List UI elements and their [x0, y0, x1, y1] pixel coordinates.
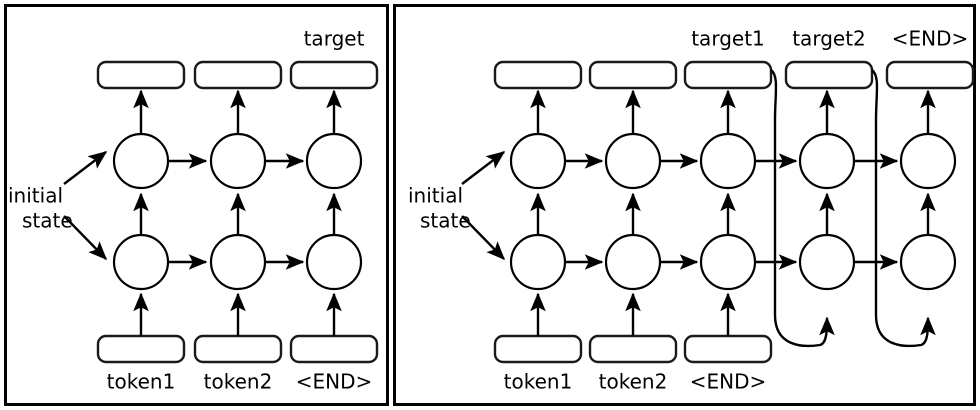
right-initial-state-label-line2: state [420, 209, 471, 233]
right-cell-bottom-1[interactable] [509, 233, 567, 291]
right-input-box-2[interactable] [588, 334, 678, 364]
right-output-label-5: <END> [892, 27, 969, 51]
left-input-box-2[interactable] [193, 334, 283, 364]
left-output-label-3: target [304, 27, 365, 51]
right-cell-top-3[interactable] [699, 132, 757, 190]
right-input-label-3: <END> [690, 370, 767, 394]
right-output-box-5[interactable] [885, 60, 975, 90]
left-input-box-3[interactable] [289, 334, 379, 364]
left-input-label-3: <END> [296, 370, 373, 394]
left-initial-state-label-line1: initial [8, 184, 63, 208]
right-initial-state-label-line1: initial [408, 184, 463, 208]
right-cell-bottom-2[interactable] [604, 233, 662, 291]
right-cell-top-1[interactable] [509, 132, 567, 190]
right-output-box-3[interactable] [683, 60, 773, 90]
right-input-label-2: token2 [599, 370, 668, 394]
right-output-box-1[interactable] [493, 60, 583, 90]
right-output-box-2[interactable] [588, 60, 678, 90]
left-cell-bottom-1[interactable] [112, 233, 170, 291]
right-cell-bottom-5[interactable] [899, 233, 957, 291]
left-cell-top-1[interactable] [112, 132, 170, 190]
left-output-box-1[interactable] [96, 60, 186, 90]
right-cell-bottom-4[interactable] [798, 233, 856, 291]
left-cell-bottom-2[interactable] [209, 233, 267, 291]
right-cell-bottom-3[interactable] [699, 233, 757, 291]
right-output-label-4: target2 [792, 27, 866, 51]
right-feedback-loop-target1 [770, 69, 835, 348]
left-cell-top-3[interactable] [305, 132, 363, 190]
left-initial-state-arrow-bottom [63, 215, 108, 261]
left-input-box-1[interactable] [96, 334, 186, 364]
right-feedback-loop-target2 [871, 69, 936, 348]
left-initial-state-label-line2: state [22, 209, 73, 233]
left-panel-border [4, 4, 389, 406]
left-initial-state-arrow-top [63, 151, 108, 185]
right-cell-top-2[interactable] [604, 132, 662, 190]
right-panel-border [393, 4, 976, 406]
right-cell-top-5[interactable] [899, 132, 957, 190]
right-input-box-3[interactable] [683, 334, 773, 364]
right-initial-state-arrow-top [461, 151, 506, 185]
left-output-box-3[interactable] [289, 60, 379, 90]
right-cell-top-4[interactable] [798, 132, 856, 190]
left-output-box-2[interactable] [193, 60, 283, 90]
right-input-box-1[interactable] [493, 334, 583, 364]
right-output-label-3: target1 [691, 27, 765, 51]
left-input-label-2: token2 [204, 370, 273, 394]
left-input-label-1: token1 [107, 370, 176, 394]
right-initial-state-arrow-bottom [461, 215, 506, 261]
left-cell-top-2[interactable] [209, 132, 267, 190]
right-input-label-1: token1 [504, 370, 573, 394]
left-cell-bottom-3[interactable] [305, 233, 363, 291]
right-output-box-4[interactable] [784, 60, 874, 90]
